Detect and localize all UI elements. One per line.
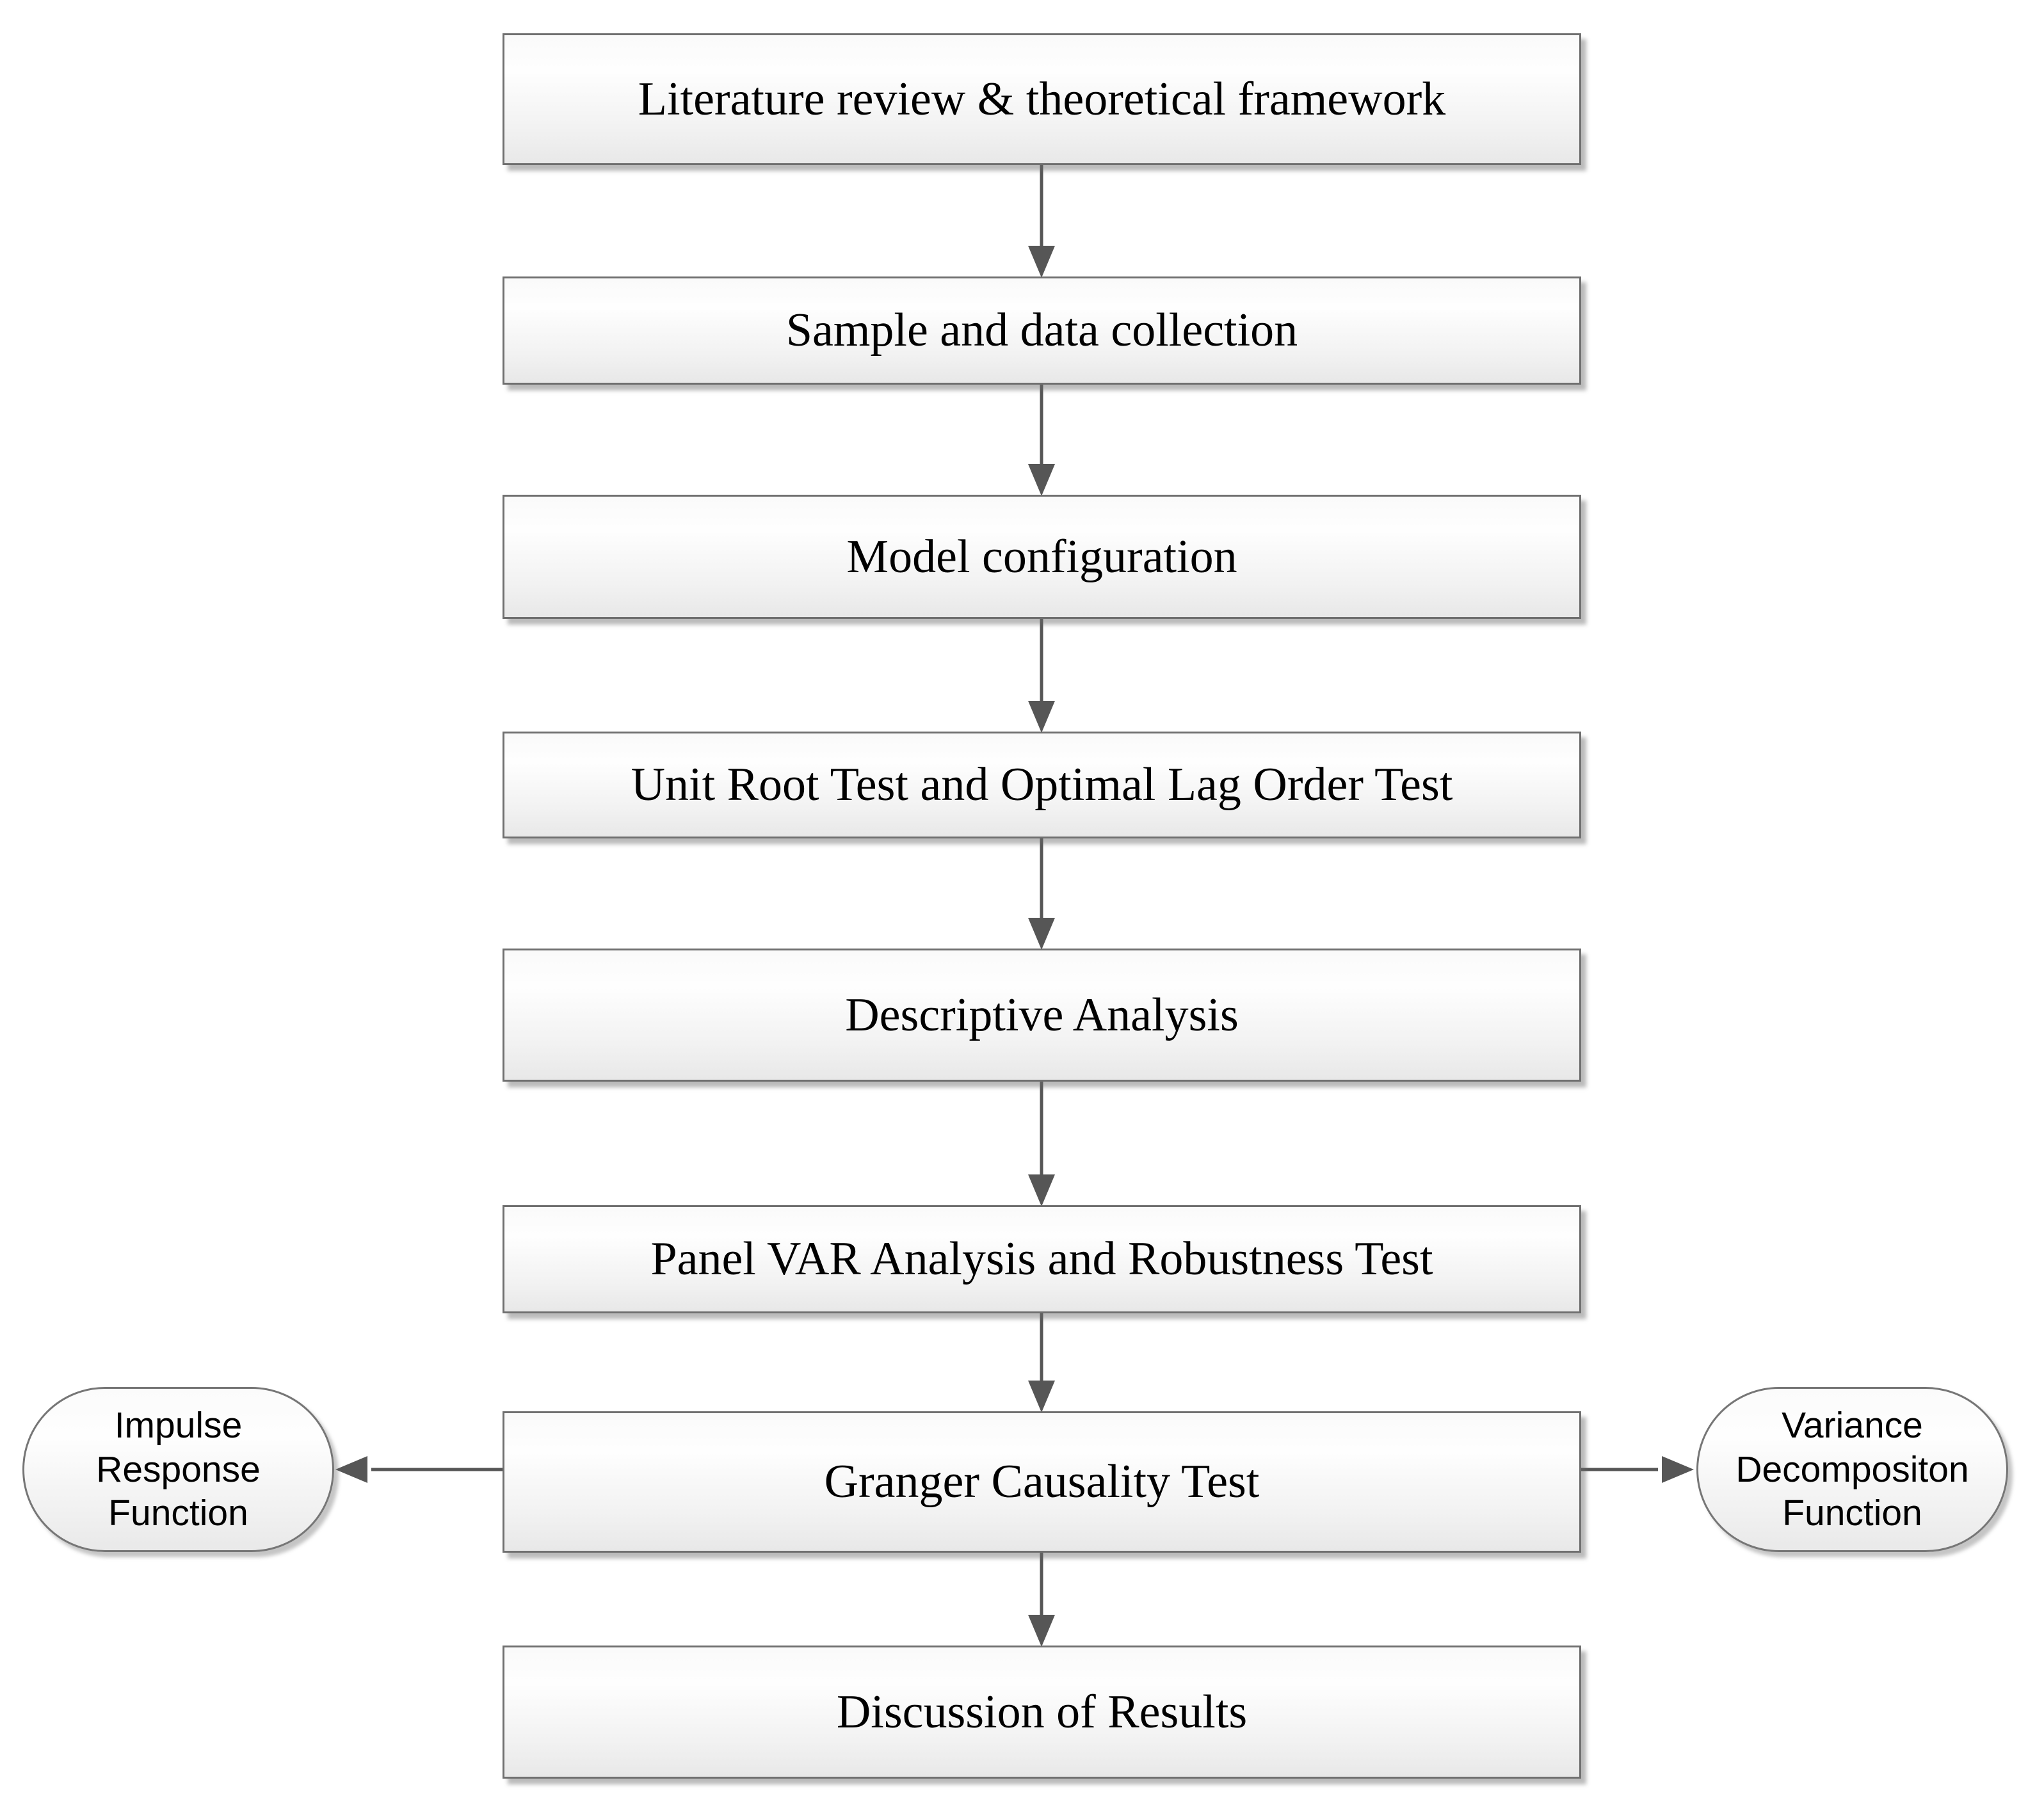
left-arrow-connector [335,1456,503,1483]
down-arrow-connector-2 [1028,385,1055,496]
flow-node-label: Panel VAR Analysis and Robustness Test [650,1233,1433,1285]
down-arrow-connector-5 [1028,1082,1055,1206]
flow-node-model-configuration: Model configuration [503,495,1581,619]
flow-node-label: Model configuration [846,530,1237,583]
flow-node-panel-var-analysis: Panel VAR Analysis and Robustness Test [503,1205,1581,1313]
flow-node-variance-decomposition-function: Variance Decompositon Function [1696,1387,2008,1552]
flow-node-sample-data-collection: Sample and data collection [503,276,1581,385]
down-arrow-connector-4 [1028,838,1055,950]
flow-node-unit-root-test: Unit Root Test and Optimal Lag Order Tes… [503,732,1581,838]
flow-node-literature-review: Literature review & theoretical framewor… [503,33,1581,165]
flow-node-label: Variance Decompositon Function [1735,1405,1969,1534]
flow-node-label: Impulse Response Function [96,1405,261,1534]
flow-node-label: Unit Root Test and Optimal Lag Order Tes… [631,758,1453,811]
flow-node-impulse-response-function: Impulse Response Function [22,1387,334,1552]
flow-node-label: Descriptive Analysis [845,988,1239,1041]
down-arrow-connector-6 [1028,1313,1055,1413]
flow-node-label: Discussion of Results [836,1685,1248,1738]
flow-node-granger-causality-test: Granger Causality Test [503,1411,1581,1553]
flow-node-label: Granger Causality Test [824,1455,1260,1508]
flow-node-label: Sample and data collection [785,304,1298,356]
down-arrow-connector-3 [1028,619,1055,733]
flow-node-label: Literature review & theoretical framewor… [638,72,1446,125]
down-arrow-connector-1 [1028,165,1055,278]
flow-node-discussion-of-results: Discussion of Results [503,1646,1581,1779]
right-arrow-connector [1581,1456,1694,1483]
flow-node-descriptive-analysis: Descriptive Analysis [503,949,1581,1082]
down-arrow-connector-7 [1028,1553,1055,1647]
